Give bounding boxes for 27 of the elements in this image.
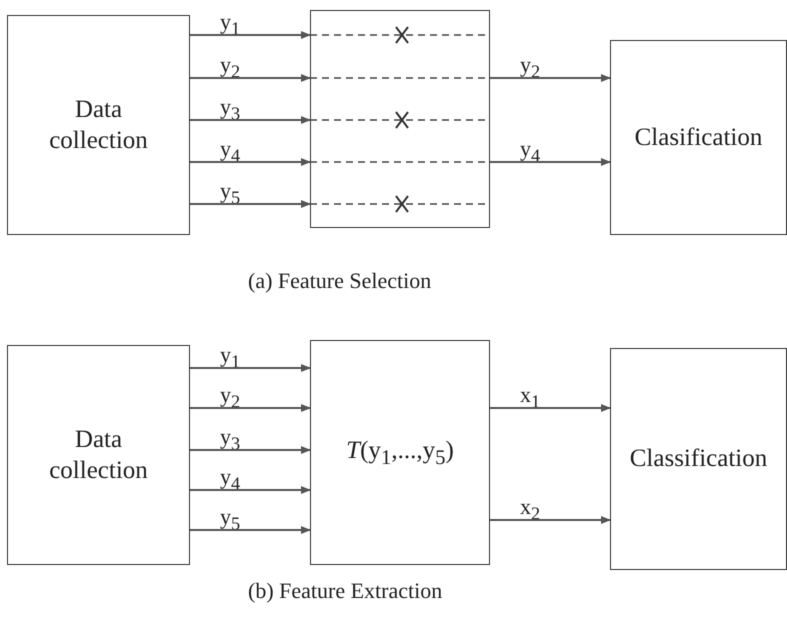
- arrow: [190, 404, 311, 412]
- node-text: Data collection: [48, 424, 149, 486]
- arrow: [190, 486, 311, 494]
- process-box: [310, 340, 490, 565]
- node-text: T(y$_{1}$,...,y$_{5}$): [346, 436, 454, 470]
- arrow: [490, 516, 611, 524]
- process-box: [7, 15, 190, 235]
- arrow: [190, 200, 311, 208]
- arrow: [490, 404, 611, 412]
- arrow: [190, 446, 311, 454]
- process-box: [610, 348, 787, 570]
- caption: (a) Feature Selection: [248, 268, 432, 294]
- arrow: [190, 526, 311, 534]
- arrow: [490, 158, 611, 166]
- arrow: [190, 31, 311, 39]
- arrow: [190, 158, 311, 166]
- caption: (b) Feature Extraction: [248, 578, 442, 604]
- arrow: [190, 116, 311, 124]
- arrow: [190, 364, 311, 372]
- arrow: [190, 74, 311, 82]
- process-box: [610, 40, 787, 235]
- process-box: [7, 345, 190, 565]
- node-text: Clasification: [634, 122, 762, 153]
- filter-box: [310, 10, 490, 228]
- node-text: Classification: [630, 444, 768, 474]
- arrow: [490, 74, 611, 82]
- node-text: Data collection: [48, 94, 149, 156]
